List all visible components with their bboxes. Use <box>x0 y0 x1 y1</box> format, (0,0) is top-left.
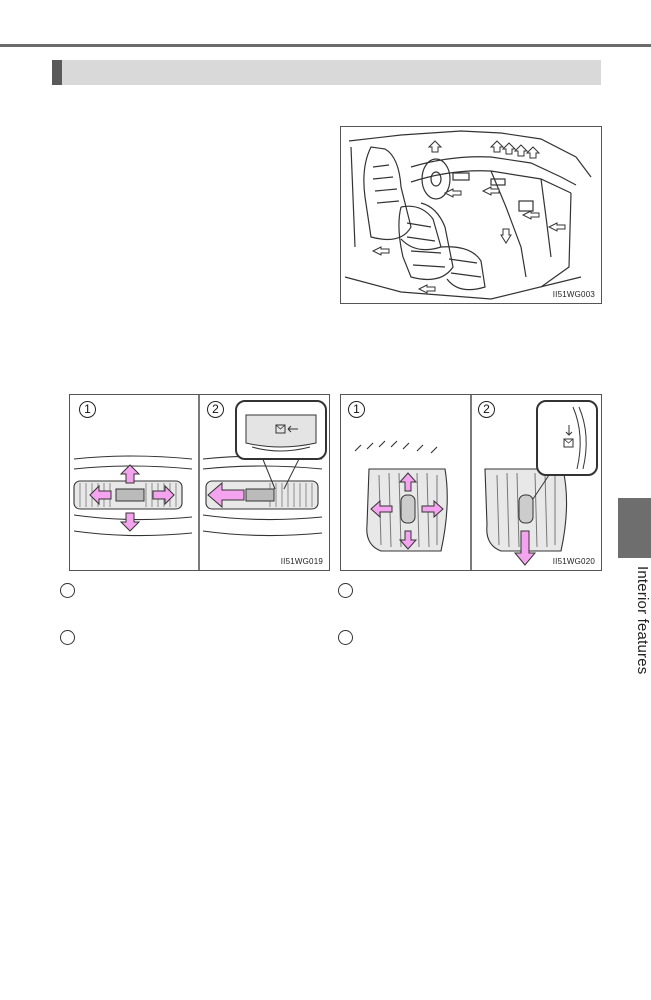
center-vent-illustration <box>73 395 327 570</box>
air-flow-arrow-icon <box>427 140 443 153</box>
caption-circle-icon <box>338 583 353 598</box>
figure-code: II51WG003 <box>552 290 595 299</box>
section-title-bar <box>52 60 601 85</box>
step-number: 2 <box>207 401 224 418</box>
open-close-symbol-icon <box>287 425 298 433</box>
step-number: 1 <box>79 401 96 418</box>
figure-code: II51WG020 <box>552 557 595 566</box>
cabin-airflow-illustration <box>344 130 592 300</box>
chapter-tab <box>618 498 651 558</box>
cabin-airflow-figure: II51WG003 <box>340 126 602 304</box>
caption-circle-icon <box>60 583 75 598</box>
air-flow-arrow-icon <box>119 464 141 484</box>
center-vent-figure: 1 2 II51WG019 <box>69 394 330 571</box>
caption-circle-icon <box>338 630 353 645</box>
chapter-tab-label: Interior features <box>634 566 651 675</box>
section-title-accent <box>52 60 62 85</box>
side-vent-figure: 1 2 II51WG020 <box>340 394 602 571</box>
figure-code: II51WG019 <box>280 557 323 566</box>
step-number: 2 <box>478 401 495 418</box>
step-number: 1 <box>348 401 365 418</box>
caption-circle-icon <box>60 630 75 645</box>
vent-icon <box>275 424 286 434</box>
header-rule <box>0 44 651 47</box>
open-close-symbol-icon <box>565 425 573 436</box>
side-vent-illustration <box>354 395 598 570</box>
